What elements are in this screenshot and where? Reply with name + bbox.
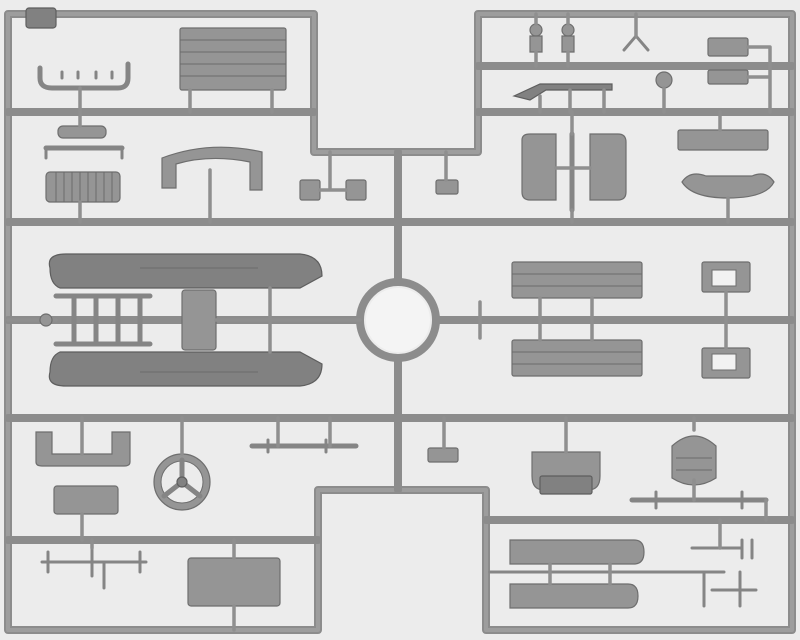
part-block-upper-right bbox=[707, 37, 749, 57]
cell-chassis bbox=[6, 253, 362, 387]
part-small-block-left bbox=[299, 179, 321, 201]
cell-lower-right bbox=[427, 416, 769, 522]
cell-middle-right bbox=[478, 261, 751, 379]
part-seat-right bbox=[589, 133, 627, 201]
part-block-lower-right bbox=[707, 69, 749, 85]
part-small-block-center bbox=[427, 447, 459, 463]
part-radiator-grille bbox=[45, 171, 121, 203]
part-figure-pair bbox=[529, 23, 575, 53]
part-tub-shape bbox=[681, 173, 775, 199]
cell-top-left bbox=[37, 27, 287, 114]
cell-bottom-right bbox=[488, 518, 758, 609]
sprue-tag-plate bbox=[25, 7, 57, 29]
part-bottom-box bbox=[187, 557, 281, 607]
part-panel-lower bbox=[511, 339, 643, 377]
runner-outer-left-highlight bbox=[6, 12, 794, 632]
part-wheel-small bbox=[655, 71, 673, 89]
part-fuel-drum bbox=[671, 435, 717, 486]
part-mudguard-long-lower bbox=[509, 583, 639, 609]
cell-lower-left bbox=[35, 416, 359, 542]
cell-second-right bbox=[435, 110, 775, 224]
part-toolbox bbox=[53, 485, 119, 515]
part-rifle bbox=[512, 83, 613, 101]
part-bench-bar bbox=[677, 129, 769, 151]
part-ladder-frame bbox=[53, 293, 153, 347]
cell-second-left bbox=[43, 110, 367, 224]
part-chassis-body bbox=[181, 289, 217, 351]
part-mudguard-curved bbox=[161, 146, 263, 191]
part-small-post bbox=[435, 179, 459, 195]
part-seat-frame bbox=[37, 61, 131, 91]
runner-frame bbox=[4, 7, 796, 634]
part-small-block-right bbox=[345, 179, 367, 201]
part-panel-upper bbox=[511, 261, 643, 299]
part-floor-panel bbox=[179, 27, 287, 91]
part-running-board-lower bbox=[48, 351, 323, 387]
part-fork-bracket bbox=[690, 538, 754, 560]
part-small-bracket bbox=[622, 33, 650, 52]
part-mudguard-long-upper bbox=[509, 539, 645, 565]
part-seat-left bbox=[521, 133, 557, 201]
part-fender-bracket bbox=[35, 431, 131, 467]
part-running-board-upper bbox=[48, 253, 323, 289]
cell-bottom-left bbox=[40, 538, 281, 632]
cell-top-right bbox=[512, 12, 772, 114]
